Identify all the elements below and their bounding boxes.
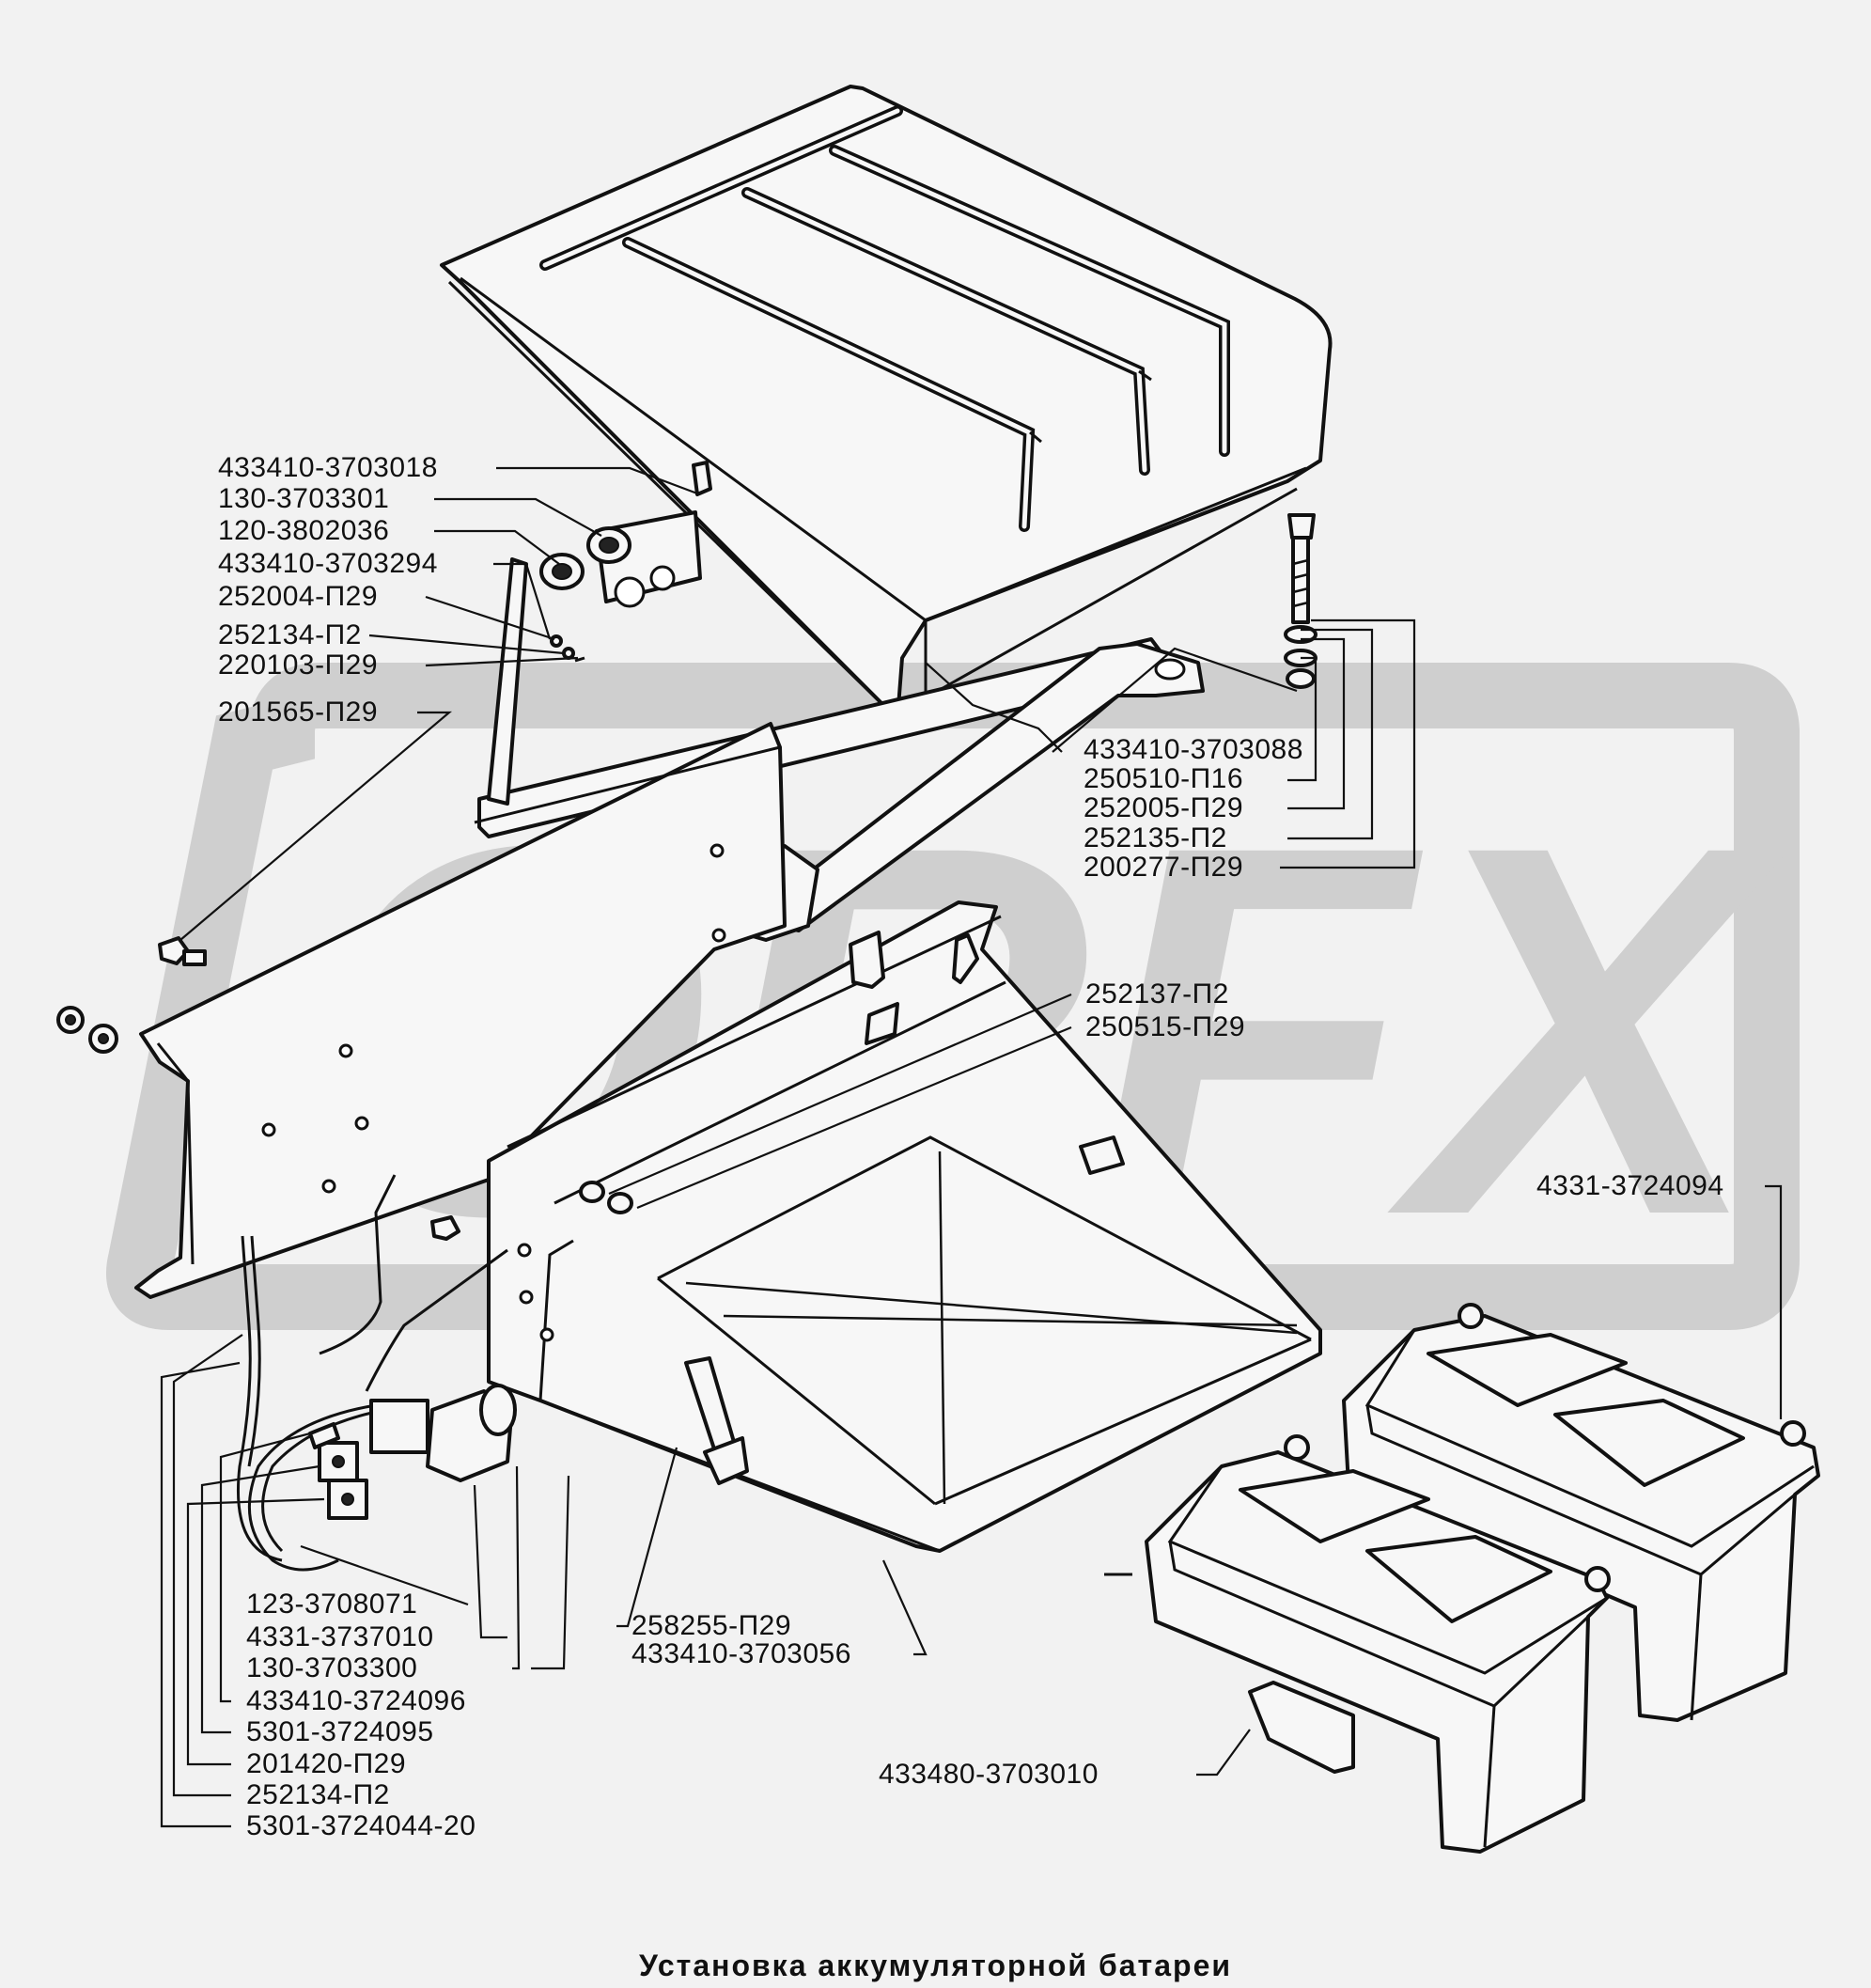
label-201565-p29: 201565-П29 bbox=[218, 697, 379, 728]
label-252004-p29: 252004-П29 bbox=[218, 581, 379, 612]
battery-rear bbox=[1342, 1303, 1820, 1722]
label-250515-p29: 250515-П29 bbox=[1085, 1011, 1246, 1042]
label-201420-p29: 201420-П29 bbox=[246, 1748, 407, 1779]
label-433480-3703010: 433480-3703010 bbox=[879, 1759, 1099, 1790]
label-433410-3703056: 433410-3703056 bbox=[631, 1638, 851, 1669]
label-120-3802036: 120-3802036 bbox=[218, 515, 390, 546]
label-130-3703300: 130-3703300 bbox=[246, 1652, 418, 1683]
label-4331-3737010: 4331-3737010 bbox=[246, 1621, 434, 1652]
drawing-caption: Установка аккумуляторной батареи bbox=[638, 1949, 1233, 1982]
label-123-3708071: 123-3708071 bbox=[246, 1589, 418, 1620]
battery-front bbox=[1104, 1434, 1611, 1854]
loose-fasteners bbox=[56, 936, 460, 1241]
hinge-washers bbox=[539, 526, 631, 663]
label-200277-p29: 200277-П29 bbox=[1084, 852, 1244, 883]
label-252005-p29: 252005-П29 bbox=[1084, 792, 1244, 823]
label-252134-p2-top: 252134-П2 bbox=[218, 619, 362, 650]
label-433410-3724096: 433410-3724096 bbox=[246, 1685, 466, 1716]
label-4331-3724094: 4331-3724094 bbox=[1536, 1170, 1724, 1201]
battery-tray bbox=[487, 900, 1322, 1553]
label-252137-p2: 252137-П2 bbox=[1085, 978, 1229, 1010]
label-130-3703301: 130-3703301 bbox=[218, 483, 390, 514]
label-250510-p16: 250510-П16 bbox=[1084, 763, 1244, 794]
label-5301-3724044-20: 5301-3724044-20 bbox=[246, 1810, 476, 1841]
battery-switch-assembly bbox=[236, 1174, 517, 1572]
label-220103-p29: 220103-П29 bbox=[218, 650, 379, 681]
label-5301-3724095: 5301-3724095 bbox=[246, 1716, 434, 1747]
label-258255-p29: 258255-П29 bbox=[631, 1610, 792, 1641]
label-252134-p2-bottom: 252134-П2 bbox=[246, 1779, 390, 1810]
label-252135-p2: 252135-П2 bbox=[1084, 822, 1227, 853]
label-433410-3703294: 433410-3703294 bbox=[218, 548, 438, 579]
frame-side-member bbox=[134, 722, 787, 1299]
label-433410-3703088: 433410-3703088 bbox=[1084, 734, 1303, 765]
leader-lines bbox=[160, 466, 1783, 1828]
bolt-assembly bbox=[1284, 513, 1317, 689]
battery-box-cover bbox=[440, 85, 1333, 721]
label-433410-3703018: 433410-3703018 bbox=[218, 452, 438, 483]
